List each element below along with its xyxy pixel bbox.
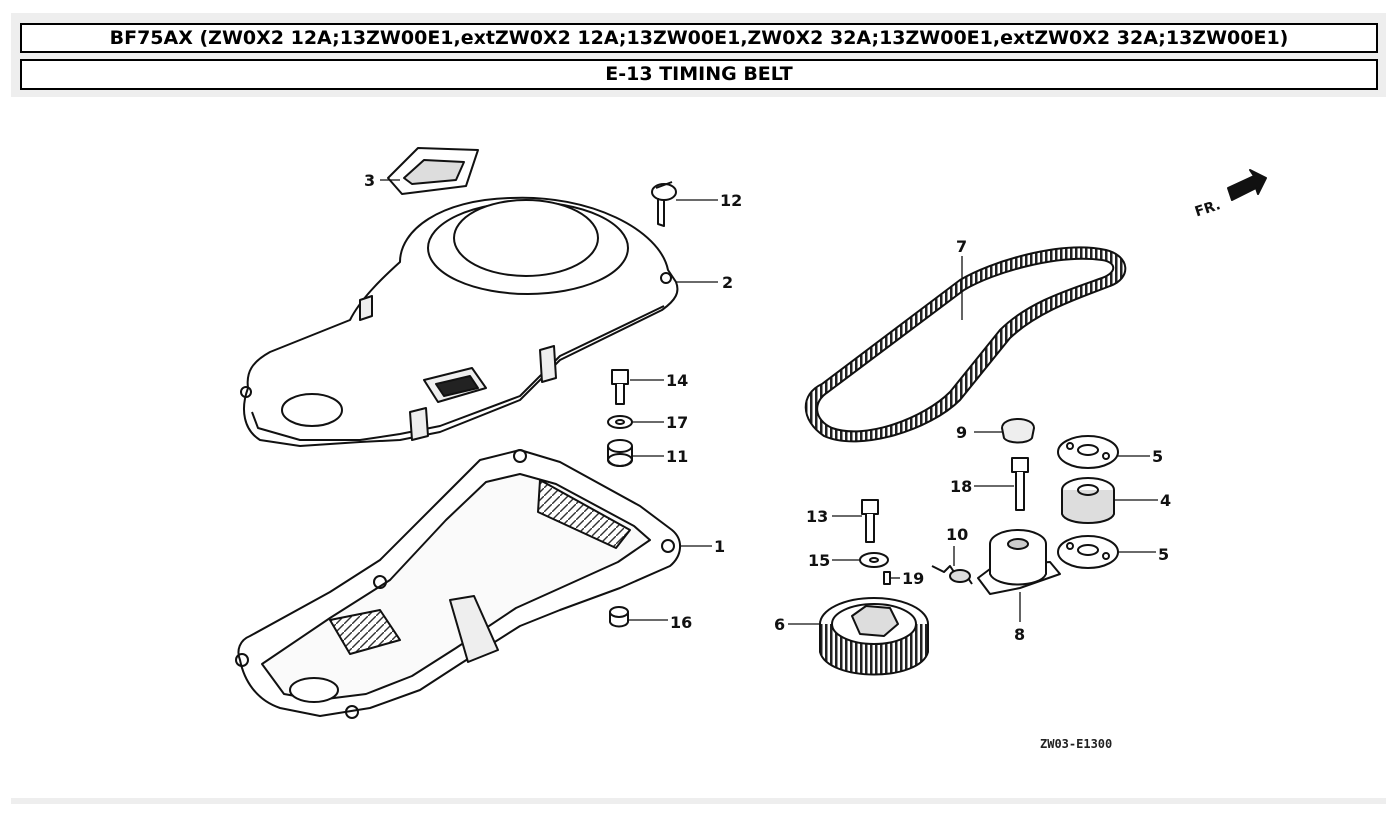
part-7-timing-belt bbox=[804, 246, 1127, 443]
callout-4: 4 bbox=[1160, 491, 1171, 510]
callout-19: 19 bbox=[902, 569, 924, 588]
callout-15: 15 bbox=[808, 551, 830, 570]
callout-3: 3 bbox=[364, 171, 375, 190]
callout-11: 11 bbox=[666, 447, 688, 466]
front-marker: FR. bbox=[1193, 197, 1223, 220]
header: BF75AX (ZW0X2 12A;13ZW00E1,extZW0X2 12A;… bbox=[11, 13, 1386, 97]
callout-1: 1 bbox=[714, 537, 725, 556]
callout-14: 14 bbox=[666, 371, 688, 390]
footer-bar bbox=[11, 798, 1386, 804]
part-11-grommet bbox=[607, 439, 633, 467]
parts-diagram: 3 12 2 14 17 11 1 16 7 9 5 4 5 18 13 15 … bbox=[0, 100, 1399, 800]
front-arrow-icon bbox=[1227, 169, 1267, 201]
callout-18: 18 bbox=[950, 477, 972, 496]
callouts: 3 12 2 14 17 11 1 16 7 9 5 4 5 18 13 15 … bbox=[364, 171, 1223, 644]
callout-6: 6 bbox=[774, 615, 785, 634]
callout-5-lower: 5 bbox=[1158, 545, 1169, 564]
callout-9: 9 bbox=[956, 423, 967, 442]
part-2-upper-cover bbox=[240, 196, 679, 447]
part-14-bolt bbox=[611, 369, 629, 405]
part-5-lower-plate bbox=[1057, 535, 1119, 569]
part-19-pin bbox=[883, 571, 891, 585]
part-1-lower-cover bbox=[235, 449, 681, 719]
part-5-upper-plate bbox=[1057, 435, 1119, 469]
part-6-cam-pulley bbox=[819, 597, 929, 676]
section-title: E-13 TIMING BELT bbox=[20, 59, 1378, 90]
callout-10: 10 bbox=[946, 525, 968, 544]
callout-2: 2 bbox=[722, 273, 733, 292]
model-title: BF75AX (ZW0X2 12A;13ZW00E1,extZW0X2 12A;… bbox=[20, 23, 1378, 53]
callout-17: 17 bbox=[666, 413, 688, 432]
part-3-gasket bbox=[387, 147, 479, 195]
part-10-spring bbox=[931, 565, 973, 585]
part-16-collar bbox=[609, 606, 629, 628]
part-18-bolt bbox=[1011, 457, 1029, 511]
part-13-bolt bbox=[861, 499, 879, 543]
part-12-bolt bbox=[651, 181, 677, 227]
callout-7: 7 bbox=[956, 237, 967, 256]
diagram-code: ZW03-E1300 bbox=[1040, 737, 1112, 751]
callout-12: 12 bbox=[720, 191, 742, 210]
part-17-washer bbox=[607, 415, 633, 429]
callout-8: 8 bbox=[1014, 625, 1025, 644]
part-8-tensioner bbox=[977, 529, 1061, 595]
part-9-cap bbox=[1001, 418, 1035, 444]
part-4-pulley bbox=[1061, 477, 1115, 524]
leader-lines bbox=[380, 179, 1158, 625]
callout-13: 13 bbox=[806, 507, 828, 526]
part-15-washer bbox=[859, 552, 889, 568]
callout-5-upper: 5 bbox=[1152, 447, 1163, 466]
callout-16: 16 bbox=[670, 613, 692, 632]
